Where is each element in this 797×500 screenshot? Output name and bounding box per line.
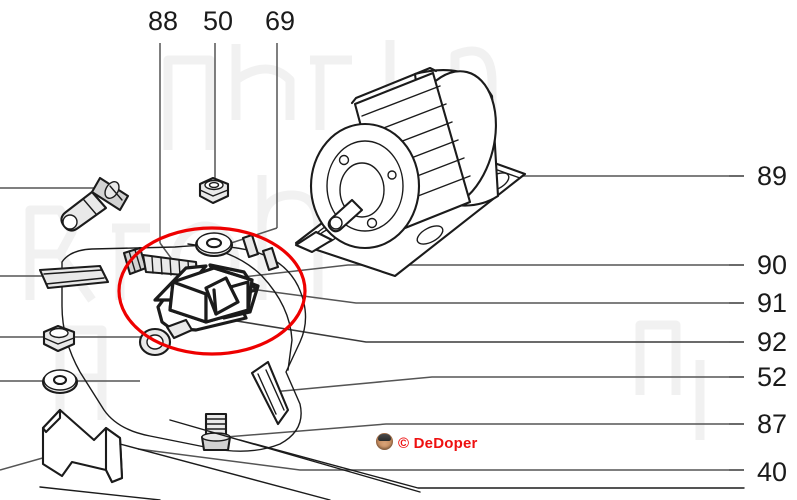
part-key-bar — [38, 264, 110, 290]
part-50-hex-nut — [198, 176, 230, 205]
callout-label-50[interactable]: 50 — [203, 6, 234, 36]
part-lock-nut — [42, 324, 76, 353]
callout-label-40[interactable]: 40 — [757, 457, 788, 487]
part-69-flat-washer — [194, 232, 234, 258]
callout-label-87[interactable]: 87 — [757, 409, 788, 439]
part-pin-fitting — [60, 176, 130, 232]
callout-label-89[interactable]: 89 — [757, 161, 788, 191]
copyright-watermark: © DeDoper — [398, 435, 478, 452]
callout-label-69[interactable]: 69 — [265, 6, 296, 36]
callout-label-88[interactable]: 88 — [148, 6, 179, 36]
highlight-ellipse — [117, 226, 307, 356]
part-52-retaining-screws — [241, 233, 280, 272]
part-91-switch-assembly — [153, 263, 260, 332]
callout-label-52[interactable]: 52 — [757, 362, 788, 392]
callout-ticks — [729, 175, 744, 471]
lower-panel-edges — [39, 419, 745, 500]
part-87-hex-bolt-lower — [200, 412, 232, 452]
face-avatar-icon — [376, 433, 393, 450]
part-89-electric-motor — [294, 66, 527, 278]
part-washer-small — [41, 369, 79, 395]
callout-label-90[interactable]: 90 — [757, 250, 788, 280]
callout-label-92[interactable]: 92 — [757, 327, 788, 357]
part-40-mounting-bracket — [41, 408, 124, 484]
leader-lines — [0, 43, 744, 471]
callout-label-91[interactable]: 91 — [757, 288, 788, 318]
part-52-guide-rail — [250, 360, 290, 426]
